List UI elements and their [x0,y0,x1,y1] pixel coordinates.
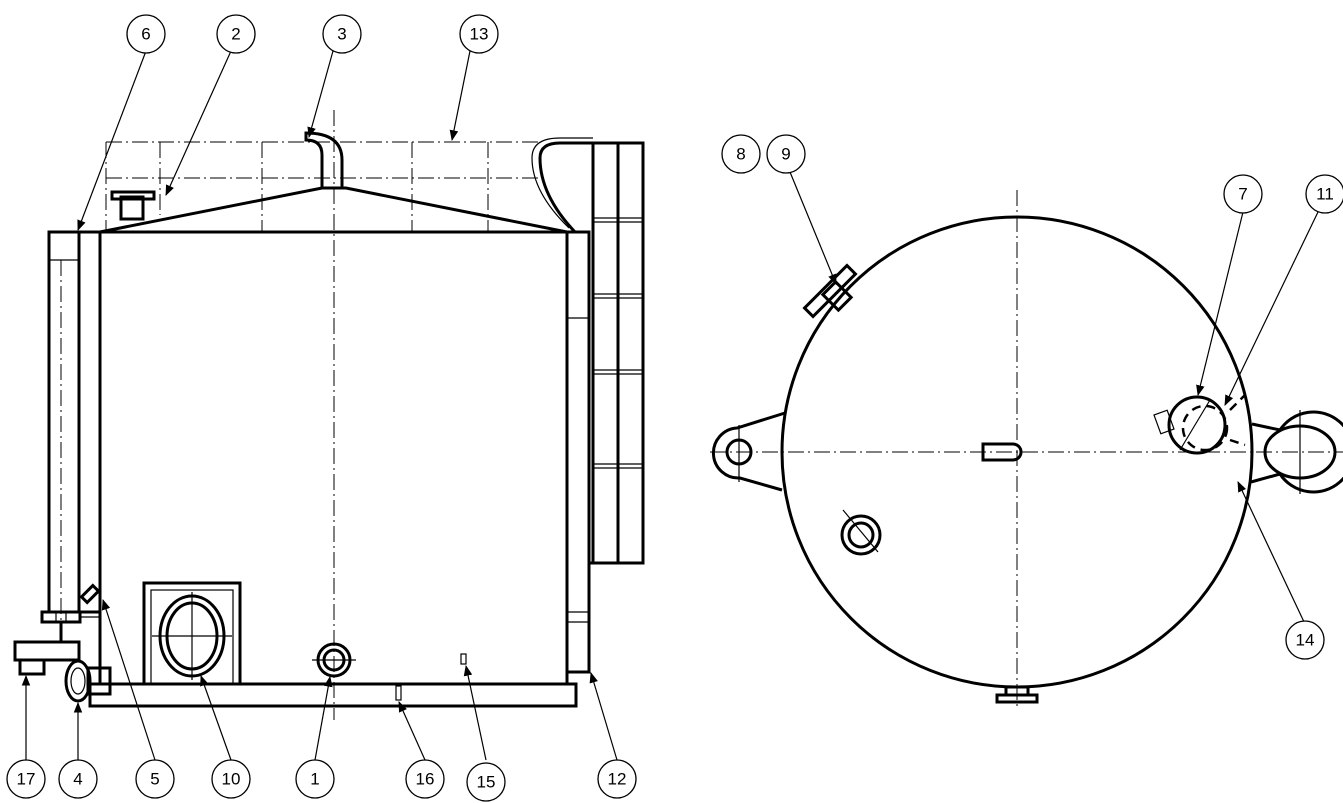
floor-nozzle [840,509,882,556]
callout-3: 3 [322,14,362,54]
svg-text:15: 15 [477,773,496,792]
outlet-flange [64,659,112,703]
svg-text:5: 5 [150,770,159,789]
centerlines-side [60,110,540,720]
svg-text:10: 10 [222,770,241,789]
callout-4: 4 [58,759,98,799]
fitting-15 [460,653,467,665]
callout-10: 10 [211,759,251,799]
svg-text:1: 1 [310,770,319,789]
callout-16: 16 [405,759,445,799]
svg-text:2: 2 [231,25,240,44]
svg-text:6: 6 [141,25,150,44]
roof-nozzle [110,190,156,221]
fitting-16 [395,685,402,701]
center-slot [981,442,1023,462]
bottom-fitting-top [995,685,1039,704]
svg-text:3: 3 [337,25,346,44]
svg-text:9: 9 [781,145,790,164]
svg-text:8: 8 [736,145,745,164]
leader-lines [21,50,1319,761]
callout-1: 1 [295,759,335,799]
drain-valve [13,622,81,676]
callout-6: 6 [126,14,166,54]
side-view [13,110,645,720]
svg-text:16: 16 [416,770,435,789]
svg-text:11: 11 [1316,185,1334,204]
top-manhole [1153,394,1246,455]
callout-12: 12 [597,759,637,799]
callout-17: 17 [6,759,46,799]
callout-9: 9 [766,134,806,174]
vent-pipe [304,131,344,188]
svg-text:13: 13 [470,25,489,44]
svg-text:7: 7 [1238,185,1247,204]
manhole [142,581,242,686]
callout-14: 14 [1285,620,1325,660]
callout-2: 2 [216,14,256,54]
callout-8: 8 [721,134,761,174]
side-nozzle [802,263,858,319]
svg-text:17: 17 [17,770,36,789]
callout-13: 13 [459,14,499,54]
bottom-nozzle [312,642,356,678]
callout-7: 7 [1223,174,1263,214]
base-frame [88,682,578,708]
svg-text:14: 14 [1296,631,1315,650]
level-pipe [40,230,102,624]
left-lug [711,411,786,492]
ladder [531,137,645,674]
svg-text:4: 4 [73,770,82,789]
callout-5: 5 [135,759,175,799]
callout-11: 11 [1305,174,1343,214]
callout-15: 15 [466,762,506,802]
tank-roof [99,186,568,234]
svg-text:12: 12 [608,770,627,789]
top-view [710,190,1343,710]
right-lug [1250,410,1343,494]
sample-valve [79,583,101,605]
